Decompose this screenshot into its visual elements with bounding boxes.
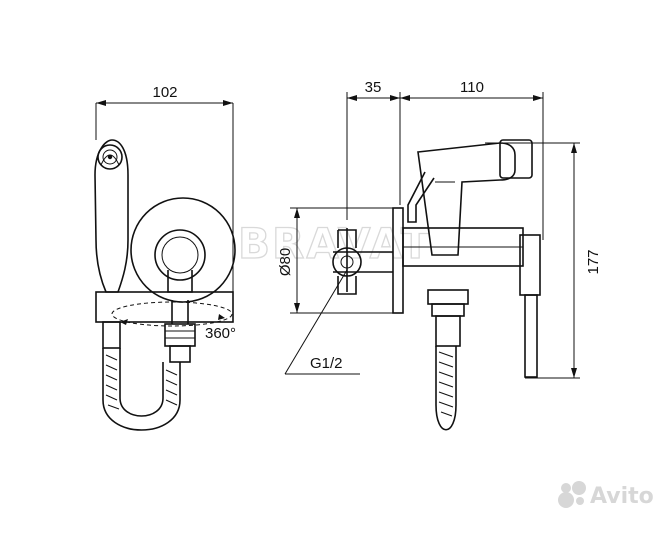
hose-connectors <box>102 321 196 363</box>
spray-head-side <box>407 139 533 256</box>
avito-badge: Avito <box>558 481 654 509</box>
thread-label: G1/2 <box>310 355 343 372</box>
dimension-35: 35 <box>346 79 401 220</box>
dim-label-diameter: Ø80 <box>277 248 294 276</box>
front-view: 102 360° <box>94 84 236 431</box>
wall-flange <box>130 197 236 303</box>
holder-bracket <box>95 270 234 324</box>
hose-left <box>102 348 181 431</box>
thread-callout: G1/2 <box>284 269 360 375</box>
side-view: 35 110 Ø80 177 <box>277 79 602 431</box>
dim-label-35: 35 <box>365 79 382 96</box>
dimension-diameter: Ø80 <box>277 207 400 314</box>
rotation-label: 360° <box>205 325 236 342</box>
holder-rod <box>519 234 541 378</box>
valve-knob <box>154 229 206 281</box>
dim-label-177: 177 <box>585 249 602 274</box>
dim-label-102: 102 <box>152 84 177 101</box>
spray-head <box>94 139 129 293</box>
hose-connectors-side <box>427 289 469 347</box>
wall-plate <box>392 207 524 314</box>
dimension-102: 102 <box>95 84 234 320</box>
dim-label-110: 110 <box>460 79 484 96</box>
rotation-indicator: 360° <box>111 301 236 342</box>
avito-label: Avito <box>590 484 654 509</box>
avito-icon <box>558 481 586 508</box>
hose-right <box>435 346 457 431</box>
dimension-110: 110 <box>400 79 544 240</box>
